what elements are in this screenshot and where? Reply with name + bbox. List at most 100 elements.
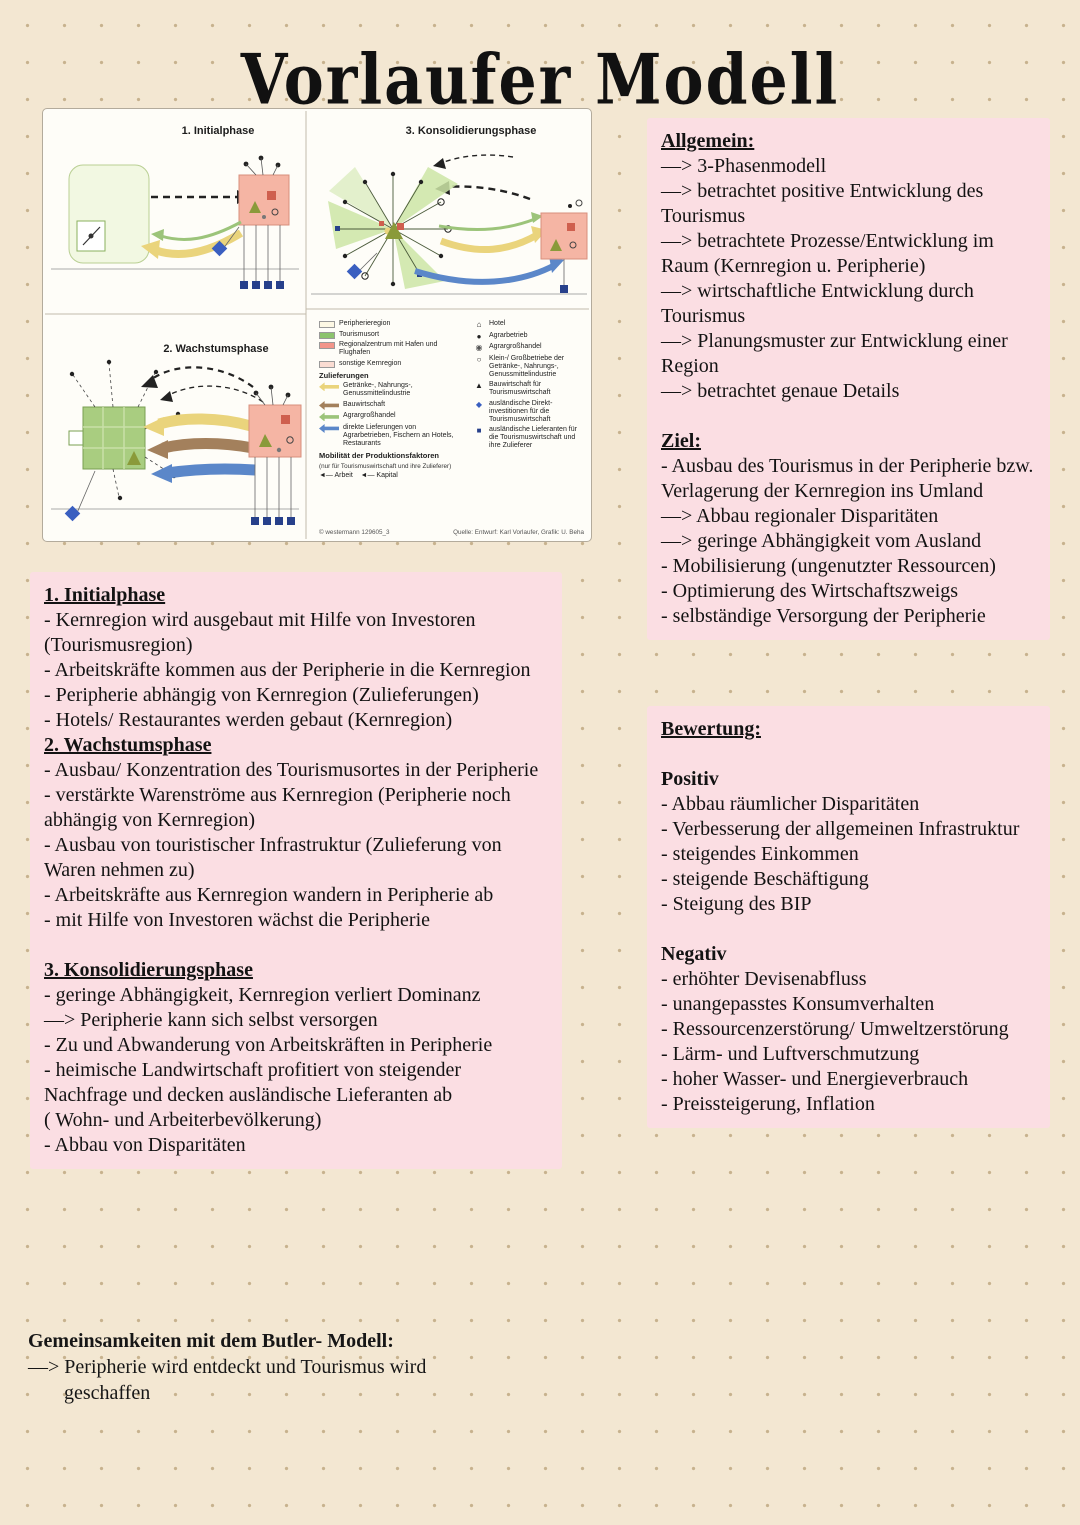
foreign-investment-diamond — [64, 505, 81, 522]
legend-flow-item: direkte Lieferungen von Agrarbetrieben, … — [319, 423, 465, 448]
note-line: - steigendes Einkommen — [661, 843, 859, 865]
note-line: - Arbeitskräfte kommen aus der Peripheri… — [44, 659, 531, 681]
note-line: - Lärm- und Luftverschmutzung — [661, 1043, 920, 1065]
legend-area-item: Regionalzentrum mit Hafen und Flughafen — [319, 341, 465, 357]
labor-return-arrow — [444, 185, 531, 201]
growing-tourism-site — [68, 359, 181, 501]
note-line: - hoher Wasser- und Energieverbrauch — [661, 1068, 969, 1090]
foreign-investment-diamond — [346, 263, 363, 280]
legend-symbol-icon: ◆ — [475, 399, 483, 409]
flow-arrow-icon — [319, 400, 339, 410]
legend-symbol-item: ● Agrarbetrieb — [473, 332, 585, 341]
note-line: —> Planungsmuster zur Entwicklung einer … — [661, 330, 1008, 377]
foreign-suppliers — [251, 457, 295, 525]
foreign-investment-diamond — [211, 240, 228, 257]
note-line: - verstärkte Warenströme aus Kernregion … — [44, 784, 511, 831]
flow-arrow-icon — [319, 423, 339, 433]
tourism-starburst — [328, 167, 458, 289]
butler-comparison-note: Gemeinsamkeiten mit dem Butler- Modell: … — [28, 1328, 498, 1406]
note-line: - Ressourcenzerstörung/ Umweltzerstörung — [661, 1018, 1009, 1040]
note-line: - steigende Beschäftigung — [661, 868, 869, 890]
legend-zulieferungen-title: Zulieferungen — [319, 370, 369, 380]
legend-mobility-row: ◄— Arbeit ◄— Kapital — [319, 471, 398, 479]
legend-label: Bauwirtschaft für Tourismuswirtschaft — [489, 381, 551, 397]
note-line: - Ausbau des Tourismus in der Peripherie… — [661, 455, 1034, 502]
legend-label: Peripherieregion — [339, 320, 391, 327]
legend-symbol-icon: ⌂ — [476, 320, 482, 329]
note-line — [661, 404, 1036, 429]
legend-label: Agrargroßhandel — [343, 412, 396, 420]
legend-symbol-item: ○ Klein-/ Großbetriebe der Getränke-, Na… — [473, 355, 585, 379]
export-arrow-agri — [438, 217, 536, 231]
note-line: 1. Initialphase — [44, 584, 166, 606]
legend-symbol-icon: ◉ — [475, 343, 483, 352]
phase2-label: 2. Wachstumsphase — [163, 343, 268, 355]
note-line: Allgemein: — [661, 130, 755, 152]
note-line: —> wirtschaftliche Entwicklung durch Tou… — [661, 280, 974, 327]
legend-label: Agrarbetrieb — [489, 331, 528, 339]
supply-arrow-food — [157, 413, 253, 432]
legend-flow-item: Getränke-, Nahrungs-, Genussmittelindust… — [319, 382, 465, 398]
note-line — [44, 933, 548, 958]
note-line: - unangepasstes Konsumverhalten — [661, 993, 935, 1015]
direct-delivery-arrow — [414, 262, 557, 285]
legend-symbol-list: ⌂ Hotel ● Agrarbetrieb ◉ Agrargroßhandel — [473, 320, 585, 451]
area-swatch — [319, 342, 335, 350]
legend-flow-item: Bauwirtschaft — [319, 400, 465, 410]
note-line: 3. Konsolidierungsphase — [44, 959, 253, 981]
figure-legend: Peripherieregion Tourismusort Regionalze… — [309, 312, 589, 539]
legend-symbol-item: ◆ ausländische Direkt- investitionen für… — [473, 400, 585, 424]
legend-area-item: sonstige Kernregion — [319, 360, 465, 368]
phases-notes-box: 1. Initialphase - Kernregion wird ausgeb… — [30, 572, 562, 1169]
vorlaufer-model-svg: 1. Initialphase — [45, 111, 589, 539]
note-line: - Arbeitskräfte aus Kernregion wandern i… — [44, 884, 494, 906]
bewertung-box: Bewertung: Positiv - Abbau räumlicher Di… — [647, 706, 1050, 1128]
page-title: Vorlaufer Modell — [240, 40, 840, 121]
legend-label: Agrargroßhandel — [489, 343, 542, 350]
legend-mobility-title: Mobilität der Produktionsfaktoren — [319, 451, 440, 461]
note-line: —> geringe Abhängigkeit vom Ausland — [661, 530, 982, 552]
phase3-panel: 3. Konsolidierungsphase — [311, 125, 588, 295]
legend-label: ausländische Lieferanten für die Tourism… — [489, 426, 577, 450]
allgemein-ziel-box: Allgemein: —> 3-Phasenmodell —> betracht… — [647, 118, 1050, 640]
legend-label: sonstige Kernregion — [339, 359, 402, 367]
legend-symbol-icon: ▲ — [475, 381, 483, 391]
phase1-label: 1. Initialphase — [182, 125, 255, 137]
note-line: Positiv — [661, 768, 719, 790]
note-line: - Verbesserung der allgemeinen Infrastru… — [661, 818, 1020, 840]
note-line: - Abbau von Disparitäten — [44, 1134, 246, 1156]
legend-copyright: © westermann 129605_3 — [319, 528, 390, 536]
note-line: ( Wohn- und Arbeiterbevölkerung) — [44, 1109, 322, 1131]
legend-label: ausländische Direkt- investitionen für d… — [489, 399, 553, 423]
note-line: Bewertung: — [661, 718, 761, 740]
note-line: - erhöhter Devisenabfluss — [661, 968, 867, 990]
legend-area-item: Tourismusort — [319, 331, 465, 339]
area-swatch — [319, 360, 335, 368]
area-swatch — [319, 331, 335, 339]
export-arrow-food — [439, 231, 539, 253]
note-line: - mit Hilfe von Investoren wächst die Pe… — [44, 909, 430, 931]
note-line: - Mobilisierung (ungenutzter Ressourcen) — [661, 555, 996, 577]
note-line: - Peripherie abhängig von Kernregion (Zu… — [44, 684, 479, 706]
legend-label: Getränke-, Nahrungs-, Genussmittelindust… — [343, 382, 413, 398]
flow-arrow-icon — [319, 412, 339, 422]
butler-comparison-line: —> Peripherie wird entdeckt und Tourismu… — [28, 1356, 427, 1404]
legend-mobility-note: (nur für Tourismuswirtschaft und ihre Zu… — [319, 462, 452, 470]
supply-arrow-agri — [160, 220, 242, 241]
supply-arrow-food — [153, 229, 244, 259]
legend-label: Tourismusort — [339, 330, 380, 338]
legend-source: Quelle: Entwurf: Karl Vorlaufer, Grafik:… — [453, 528, 584, 536]
legend-symbol-item: ▲ Bauwirtschaft für Tourismuswirtschaft — [473, 381, 585, 397]
area-swatch — [319, 321, 335, 328]
core-region — [540, 199, 588, 260]
legend-label: Bauwirtschaft — [343, 400, 386, 408]
note-line: Negativ — [661, 943, 727, 965]
note-line: - Optimierung des Wirtschaftszweigs — [661, 580, 959, 602]
foreign-suppliers — [240, 225, 284, 289]
legend-label: Hotel — [489, 320, 506, 327]
core-region — [238, 155, 290, 226]
note-line: - Zu und Abwanderung von Arbeitskräften … — [44, 1034, 493, 1056]
legend-area-item: Peripherieregion — [319, 320, 465, 328]
note-line: - Preissteigerung, Inflation — [661, 1093, 875, 1115]
legend-flow-list: Getränke-, Nahrungs-, Genussmittelindust… — [319, 382, 465, 448]
